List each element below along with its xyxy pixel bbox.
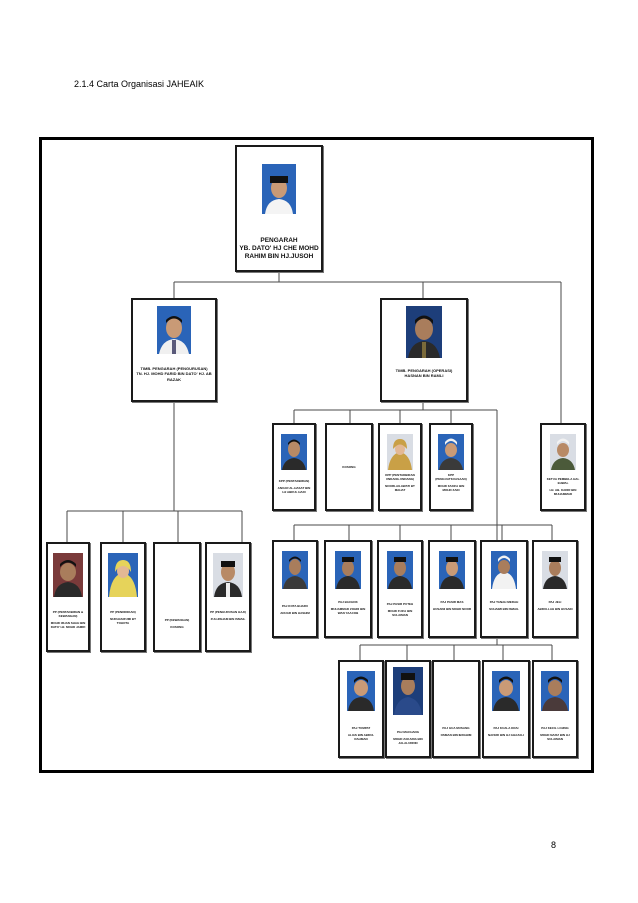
district1-title-2: PAJ BACHOK	[338, 600, 358, 604]
admin-staff-name-3: KOSONG	[170, 625, 184, 630]
ops-head-box-3: KPP (PENTADBIRAN UNDANG-UNDANG) NOORLAIL…	[378, 423, 422, 511]
page-heading: 2.1.4 Carta Organisasi JAHEAIK	[74, 79, 205, 89]
deputy-admin-title: TIMB. PENGARAH (PENGURUSAN)	[140, 366, 208, 371]
ops-head-photo-4	[438, 434, 464, 470]
district1-name-5: SUHAIMI BIN ISMAIL	[489, 607, 519, 612]
ops-head-name-3: NOORLAILAWATI BT MAHAT	[385, 484, 415, 493]
district2-name-1: ALIAS BIN ABDUL RAHMAN	[347, 733, 375, 742]
admin-staff-photo-4	[213, 553, 243, 597]
district1-title-3: PAJ PASIR PUTEH	[386, 602, 414, 606]
district1-name-2: MUHAMMAD ZOHDI BIN WAN YAACOB	[330, 607, 366, 616]
admin-staff-box-3: PP (KEWANGAN) KOSONG	[153, 542, 201, 652]
district1-photo-3	[387, 551, 413, 589]
deputy-admin-photo	[157, 306, 191, 354]
district2-title-5: PAJ KECIL LOJING	[541, 726, 569, 730]
district2-name-4: NAFERI BIN HJ GHAZALI	[488, 733, 524, 738]
admin-staff-box-2: PP (PENDIDIKAN) NURHASIFUMI BT TOHOTA	[100, 542, 146, 652]
deputy-admin-box: TIMB. PENGARAH (PENGURUSAN) TN. HJ. MOHD…	[131, 298, 217, 402]
ops-head-name-1: ANUAR AL-HASAT BIN HJ ABDUL HADI	[277, 486, 311, 495]
admin-staff-title-4: PP (PENGURUSAN HAJI)	[210, 610, 246, 614]
deputy-ops-photo	[406, 306, 442, 358]
connector-lines	[66, 215, 562, 660]
org-chart: PENGARAH YB. DATO' HJ CHE MOHD RAHIM BIN…	[39, 137, 594, 773]
district1-title-4: PAJ PASIR MAS	[440, 600, 464, 604]
admin-staff-title-2: PP (PENDIDIKAN)	[110, 610, 136, 614]
director-title: PENGARAH	[260, 237, 298, 244]
district1-box-6: PAJ JELI ABDULLAH BIN HUSAIN	[532, 540, 578, 638]
director-name: YB. DATO' HJ CHE MOHD RAHIM BIN HJ.JUSOH	[239, 245, 319, 261]
district1-box-4: PAJ PASIR MAS HUSAINI BIN MOHD NOOR	[428, 540, 476, 638]
ops-head-title-1: KPP (PENTADBIRAN)	[278, 479, 310, 483]
ops-head-box-1: KPP (PENTADBIRAN) ANUAR AL-HASAT BIN HJ …	[272, 423, 316, 511]
district1-box-5: PAJ TANAH MERAH SUHAIMI BIN ISMAIL	[480, 540, 528, 638]
admin-staff-title-1: PP (PENTADBIRAN & KEWANGAN)	[52, 610, 84, 619]
district1-box-1: PAJ KOTA BHARU ANUAR BIN HASHIM	[272, 540, 318, 638]
director-photo	[262, 164, 296, 214]
district1-box-3: PAJ PASIR PUTEH MOHD FUZLI BIN SULAIMAN	[377, 540, 423, 638]
district2-box-3: PAJ GUA MUSANG OSMAN BIN IBRAHIM	[432, 660, 480, 758]
district2-box-4: PAJ KUALA KRAI NAFERI BIN HJ GHAZALI	[482, 660, 530, 758]
district1-photo-5	[491, 551, 517, 589]
director-box: PENGARAH YB. DATO' HJ CHE MOHD RAHIM BIN…	[235, 145, 323, 272]
district2-title-2: PAJ MACHANG	[396, 730, 420, 734]
page-number: 8	[551, 840, 557, 850]
hq-officer-photo	[550, 434, 576, 470]
admin-staff-photo-1	[53, 553, 83, 597]
district1-box-2: PAJ BACHOK MUHAMMAD ZOHDI BIN WAN YAACOB	[324, 540, 372, 638]
district1-title-6: PAJ JELI	[548, 600, 562, 604]
district1-name-1: ANUAR BIN HASHIM	[280, 611, 310, 616]
district2-name-5: MOHD NAFIZ BIN HJ SULAIMAN	[540, 733, 570, 742]
hq-officer-title: KETUA PEMBELA HAL EHWAL	[546, 477, 580, 486]
district2-name-2: MOHD ZAKARIA BIN JALALUDDIN	[393, 737, 423, 746]
admin-staff-box-4: PP (PENGURUSAN HAJI) ZULHISHAM BIN ISMAI…	[205, 542, 251, 652]
district1-name-3: MOHD FUZLI BIN SULAIMAN	[387, 609, 413, 618]
district2-photo-1	[347, 671, 375, 711]
district1-title-1: PAJ KOTA BHARU	[281, 604, 309, 608]
district2-box-5: PAJ KECIL LOJING MOHD NAFIZ BIN HJ SULAI…	[532, 660, 578, 758]
hq-officer-box: KETUA PEMBELA HAL EHWAL HJ. AB. KADIR BI…	[540, 423, 586, 511]
deputy-ops-box: TIMB. PENGARAH (OPERASI) HASNAN BIN RAML…	[380, 298, 468, 402]
admin-staff-name-2: NURHASIFUMI BT TOHOTA	[110, 617, 136, 626]
district2-photo-5	[541, 671, 569, 711]
ops-head-title-2: KOSONG	[342, 465, 356, 469]
admin-staff-name-1: MOHD IZHAN SHAH BIN DATO' HJ. MOHD JAMRI	[50, 621, 86, 630]
ops-head-box-2: KOSONG	[325, 423, 373, 511]
district1-name-4: HUSAINI BIN MOHD NOOR	[432, 607, 472, 612]
district2-box-2: PAJ MACHANG MOHD ZAKARIA BIN JALALUDDIN	[385, 660, 431, 758]
district1-photo-4	[439, 551, 465, 589]
ops-head-title-4: KPP (PENGUATKUASAAN)	[435, 473, 467, 482]
deputy-ops-title: TIMB. PENGARAH (OPERASI)	[395, 368, 453, 373]
district2-title-4: PAJ KUALA KRAI	[493, 726, 519, 730]
district1-photo-2	[335, 551, 361, 589]
ops-head-photo-3	[387, 434, 413, 470]
ops-head-title-3: KPP (PENTADBIRAN UNDANG-UNDANG)	[385, 473, 415, 482]
district1-photo-6	[542, 551, 568, 589]
ops-head-box-4: KPP (PENGUATKUASAAN) MOHD FADZLI BIN MOH…	[429, 423, 473, 511]
district1-title-5: PAJ TANAH MERAH	[489, 600, 519, 604]
admin-staff-photo-2	[108, 553, 138, 597]
district2-title-3: PAJ GUA MUSANG	[442, 726, 470, 730]
admin-staff-title-3: PP (KEWANGAN)	[164, 618, 190, 622]
district2-title-1: PAJ TUMPAT	[351, 726, 371, 730]
deputy-ops-name: HASNAN BIN RAMLI	[404, 373, 444, 379]
admin-staff-box-1: PP (PENTADBIRAN & KEWANGAN) MOHD IZHAN S…	[46, 542, 90, 652]
ops-head-photo-1	[281, 434, 307, 470]
district2-photo-4	[492, 671, 520, 711]
district2-box-1: PAJ TUMPAT ALIAS BIN ABDUL RAHMAN	[338, 660, 384, 758]
hq-officer-name: HJ. AB. KADIR BIN MUHAMMAD	[549, 488, 577, 497]
district2-photo-2	[393, 667, 423, 715]
admin-staff-name-4: ZULHISHAM BIN ISMAIL	[210, 617, 246, 622]
district1-name-6: ABDULLAH BIN HUSAIN	[537, 607, 573, 612]
district2-name-3: OSMAN BIN IBRAHIM	[440, 733, 472, 738]
ops-head-name-4: MOHD FADZLI BIN MOHD ZAIN	[437, 484, 465, 493]
district1-photo-1	[282, 551, 308, 589]
deputy-admin-name: TN. HJ. MOHD FARID BIN DATO' HJ. AB RAZA…	[136, 371, 212, 382]
